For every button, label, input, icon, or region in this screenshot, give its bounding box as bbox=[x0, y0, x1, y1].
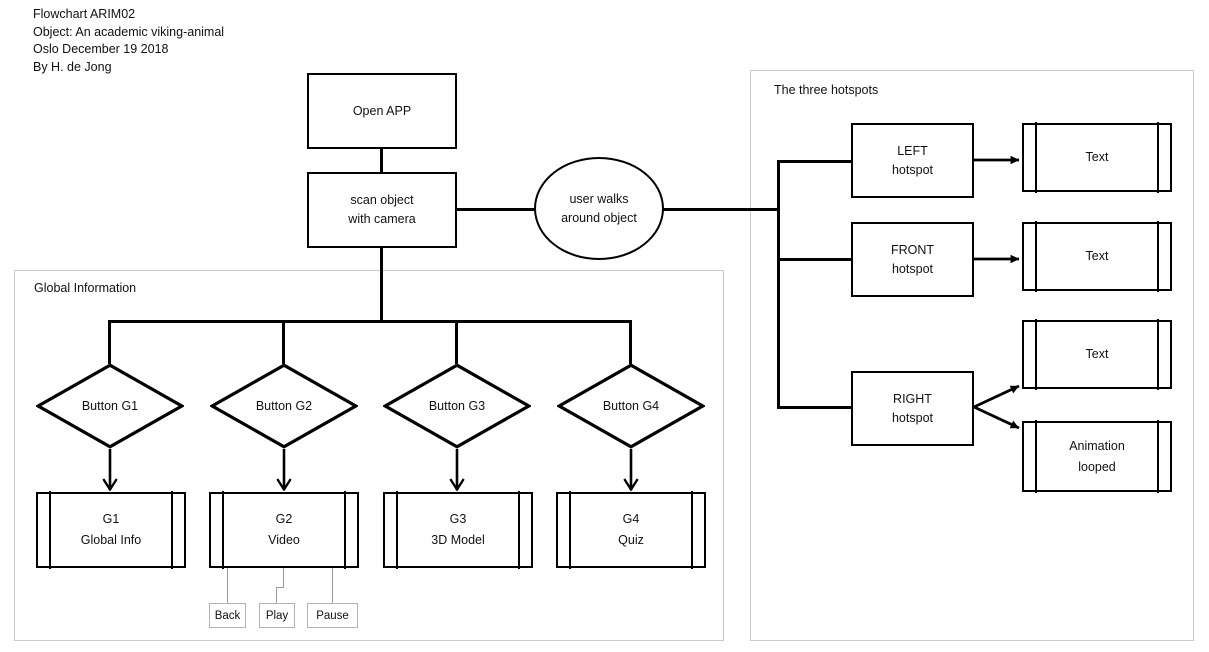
node-left-hotspot-name: LEFT bbox=[897, 143, 928, 158]
node-right-hotspot-label: RIGHT hotspot bbox=[892, 390, 933, 428]
connector-g2-to-back bbox=[227, 568, 229, 603]
screen-g1[interactable]: G1 Global Info bbox=[36, 491, 186, 569]
connector-scan-to-userwalks bbox=[456, 208, 538, 211]
connector-g2-to-play-seg2 bbox=[276, 587, 284, 589]
node-open-app[interactable]: Open APP bbox=[307, 73, 457, 149]
screen-g4-code: G4 bbox=[622, 512, 640, 526]
decision-button-g3[interactable]: Button G3 bbox=[383, 363, 531, 449]
screen-g2-label: G2 Video bbox=[268, 509, 300, 551]
media-button-play-label: Play bbox=[265, 609, 289, 622]
decision-button-g1-label: Button G1 bbox=[81, 399, 139, 413]
target-right-animation[interactable]: Animation looped bbox=[1022, 420, 1172, 493]
media-button-back[interactable]: Back bbox=[209, 603, 246, 628]
screen-g4[interactable]: G4 Quiz bbox=[556, 491, 706, 569]
target-right-animation-line2: looped bbox=[1078, 459, 1116, 474]
node-left-hotspot-kind: hotspot bbox=[891, 162, 933, 177]
hotspots-panel bbox=[750, 70, 1194, 641]
connector-g2-to-play-seg3 bbox=[276, 587, 278, 603]
screen-g1-code: G1 bbox=[102, 512, 120, 526]
screen-g2-name: Video bbox=[268, 533, 300, 547]
screen-g2-code: G2 bbox=[275, 512, 293, 526]
document-header: Flowchart ARIM02 Object: An academic vik… bbox=[33, 6, 224, 76]
decision-button-g3-label: Button G3 bbox=[428, 399, 486, 413]
node-right-hotspot-kind: hotspot bbox=[891, 410, 933, 425]
target-left-text[interactable]: Text bbox=[1022, 122, 1172, 193]
screen-g4-label: G4 Quiz bbox=[618, 509, 644, 551]
screen-g3[interactable]: G3 3D Model bbox=[383, 491, 533, 569]
node-user-walks-label: user walks around object bbox=[561, 190, 637, 228]
node-scan-object-line2: with camera bbox=[348, 212, 416, 226]
media-button-pause-label: Pause bbox=[316, 609, 349, 622]
target-front-text[interactable]: Text bbox=[1022, 221, 1172, 292]
node-front-hotspot[interactable]: FRONT hotspot bbox=[851, 222, 974, 297]
header-line-object: Object: An academic viking-animal bbox=[33, 24, 225, 39]
decision-button-g1[interactable]: Button G1 bbox=[36, 363, 184, 449]
node-right-hotspot-name: RIGHT bbox=[893, 391, 932, 406]
node-front-hotspot-kind: hotspot bbox=[891, 261, 933, 276]
target-right-text-label: Text bbox=[1085, 347, 1109, 361]
media-button-pause[interactable]: Pause bbox=[307, 603, 358, 628]
node-front-hotspot-label: FRONT hotspot bbox=[891, 241, 934, 279]
connector-bar-to-diamond-g3 bbox=[455, 320, 458, 364]
node-open-app-label: Open APP bbox=[352, 103, 412, 118]
connector-bar-to-diamond-g2 bbox=[282, 320, 285, 364]
node-scan-object-line1: scan object bbox=[350, 193, 414, 207]
target-front-text-label: Text bbox=[1085, 249, 1109, 263]
target-right-text[interactable]: Text bbox=[1022, 319, 1172, 390]
header-line-date: Oslo December 19 2018 bbox=[33, 42, 169, 56]
connector-hotspot-trunk bbox=[777, 160, 780, 409]
node-left-hotspot[interactable]: LEFT hotspot bbox=[851, 123, 974, 198]
connector-buttons-distribution-bar bbox=[108, 320, 632, 323]
diamond-shape-icon bbox=[557, 363, 705, 449]
connector-trunk-to-front-hotspot bbox=[777, 258, 853, 261]
global-information-panel bbox=[14, 270, 724, 641]
decision-button-g2[interactable]: Button G2 bbox=[210, 363, 358, 449]
node-user-walks-around-object[interactable]: user walks around object bbox=[534, 157, 664, 260]
connector-trunk-to-right-hotspot bbox=[777, 406, 853, 409]
header-line-title: Flowchart ARIM02 bbox=[33, 7, 136, 21]
media-button-back-label: Back bbox=[214, 609, 241, 622]
connector-bar-to-diamond-g4 bbox=[629, 320, 632, 364]
node-scan-object[interactable]: scan object with camera bbox=[307, 172, 457, 248]
node-user-walks-line1: user walks bbox=[569, 191, 629, 206]
screen-g1-label: G1 Global Info bbox=[81, 509, 141, 551]
screen-g1-name: Global Info bbox=[80, 533, 142, 547]
decision-button-g4-label: Button G4 bbox=[602, 399, 660, 413]
target-left-text-label: Text bbox=[1085, 150, 1109, 164]
node-right-hotspot[interactable]: RIGHT hotspot bbox=[851, 371, 974, 446]
connector-userwalks-to-hotspots bbox=[663, 208, 779, 211]
diamond-shape-icon bbox=[210, 363, 358, 449]
diamond-shape-icon bbox=[36, 363, 184, 449]
decision-button-g4[interactable]: Button G4 bbox=[557, 363, 705, 449]
global-information-panel-title: Global Information bbox=[34, 281, 137, 295]
target-right-animation-label: Animation looped bbox=[1069, 436, 1125, 478]
node-left-hotspot-label: LEFT hotspot bbox=[892, 142, 933, 180]
diamond-shape-icon bbox=[383, 363, 531, 449]
node-front-hotspot-name: FRONT bbox=[890, 242, 935, 257]
screen-g4-name: Quiz bbox=[618, 533, 644, 547]
decision-button-g2-label: Button G2 bbox=[255, 399, 313, 413]
node-scan-object-label: scan object with camera bbox=[348, 191, 415, 229]
connector-scan-to-buttons-bar bbox=[380, 247, 383, 322]
screen-g2[interactable]: G2 Video bbox=[209, 491, 359, 569]
target-right-animation-line1: Animation bbox=[1069, 438, 1125, 453]
header-line-author: By H. de Jong bbox=[33, 59, 112, 74]
node-user-walks-line2: around object bbox=[561, 210, 637, 225]
connector-trunk-to-left-hotspot bbox=[777, 160, 853, 163]
screen-g3-code: G3 bbox=[449, 512, 467, 526]
connector-openapp-to-scan bbox=[380, 147, 383, 173]
connector-g2-to-play-seg1 bbox=[283, 568, 285, 587]
screen-g3-name: 3D Model bbox=[431, 533, 485, 547]
media-button-play[interactable]: Play bbox=[259, 603, 295, 628]
hotspots-panel-title: The three hotspots bbox=[774, 83, 879, 97]
connector-g2-to-pause bbox=[332, 568, 334, 603]
screen-g3-label: G3 3D Model bbox=[431, 509, 485, 551]
connector-bar-to-diamond-g1 bbox=[108, 320, 111, 364]
